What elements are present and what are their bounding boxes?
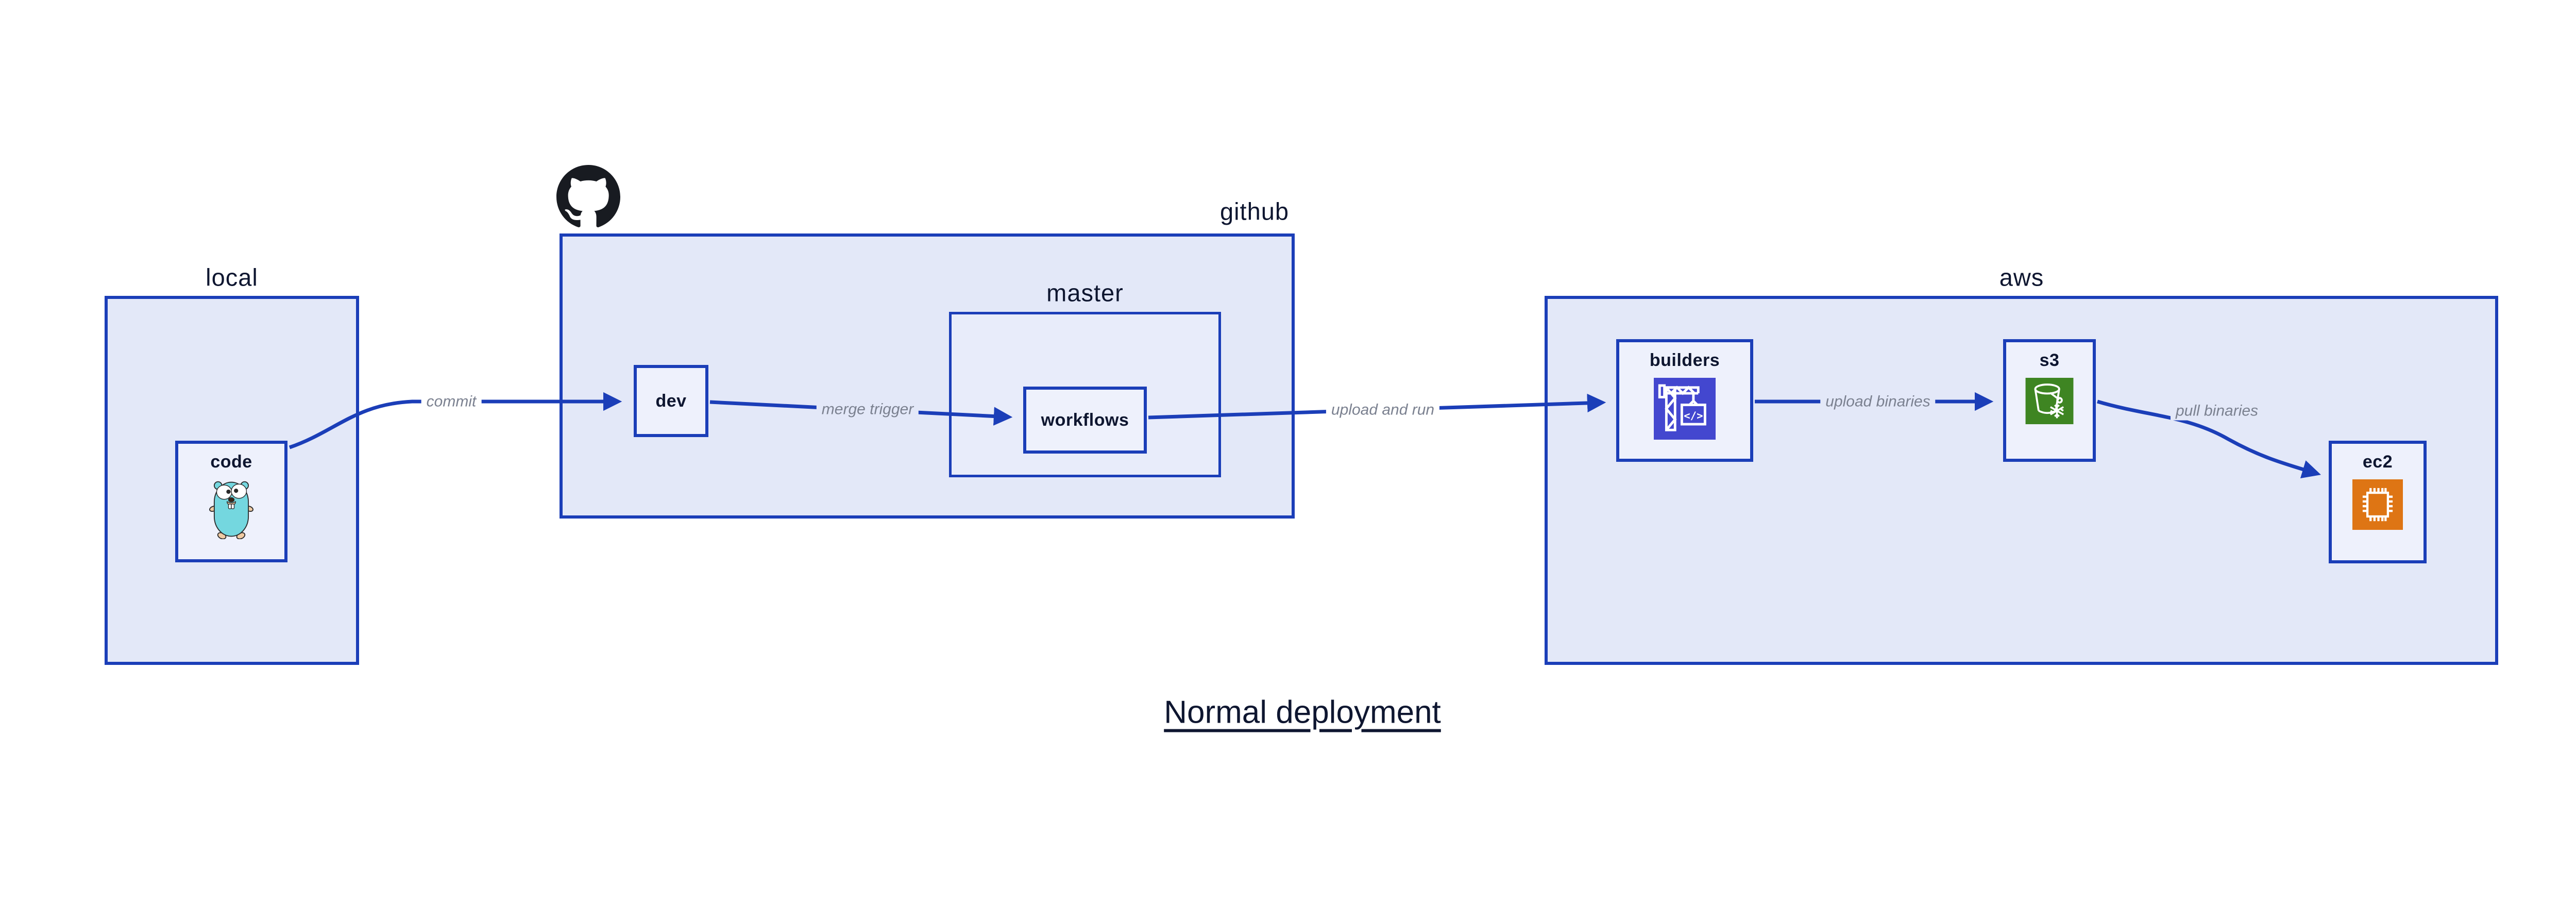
container-local-label: local <box>206 263 258 291</box>
node-code: code <box>175 441 287 562</box>
node-ec2-label: ec2 <box>2362 452 2393 472</box>
node-builders-label: builders <box>1649 350 1720 370</box>
node-dev: dev <box>634 365 708 437</box>
svg-text:</>: </> <box>1684 410 1703 422</box>
node-ec2: ec2 <box>2329 441 2427 563</box>
node-workflows-label: workflows <box>1041 410 1129 430</box>
edge-commit <box>289 392 622 449</box>
edge-label-upload-and-run: upload and run <box>1326 400 1440 420</box>
node-workflows: workflows <box>1023 387 1147 454</box>
go-gopher-icon <box>209 481 253 539</box>
node-s3: s3 <box>2003 339 2096 462</box>
edge-pull-binaries <box>2097 399 2321 479</box>
node-s3-label: s3 <box>2039 350 2060 370</box>
node-code-label: code <box>210 452 252 472</box>
node-builders: builders </> <box>1616 339 1753 462</box>
crane-icon: </> <box>1654 378 1716 440</box>
edge-label-upload-binaries: upload binaries <box>1820 392 1936 411</box>
container-master-label: master <box>1046 279 1124 307</box>
container-github-label: github <box>1219 197 1289 225</box>
edge-label-merge-trigger: merge trigger <box>816 399 919 419</box>
edge-label-pull-binaries: pull binaries <box>2170 401 2264 421</box>
github-octocat-icon <box>556 165 620 227</box>
node-dev-label: dev <box>655 391 687 411</box>
s3-bucket-icon <box>2025 378 2074 424</box>
edge-label-commit: commit <box>421 392 482 411</box>
container-aws-label: aws <box>1999 263 2044 291</box>
diagram-title: Normal deployment <box>1164 694 1441 730</box>
cpu-chip-icon <box>2352 479 2403 530</box>
